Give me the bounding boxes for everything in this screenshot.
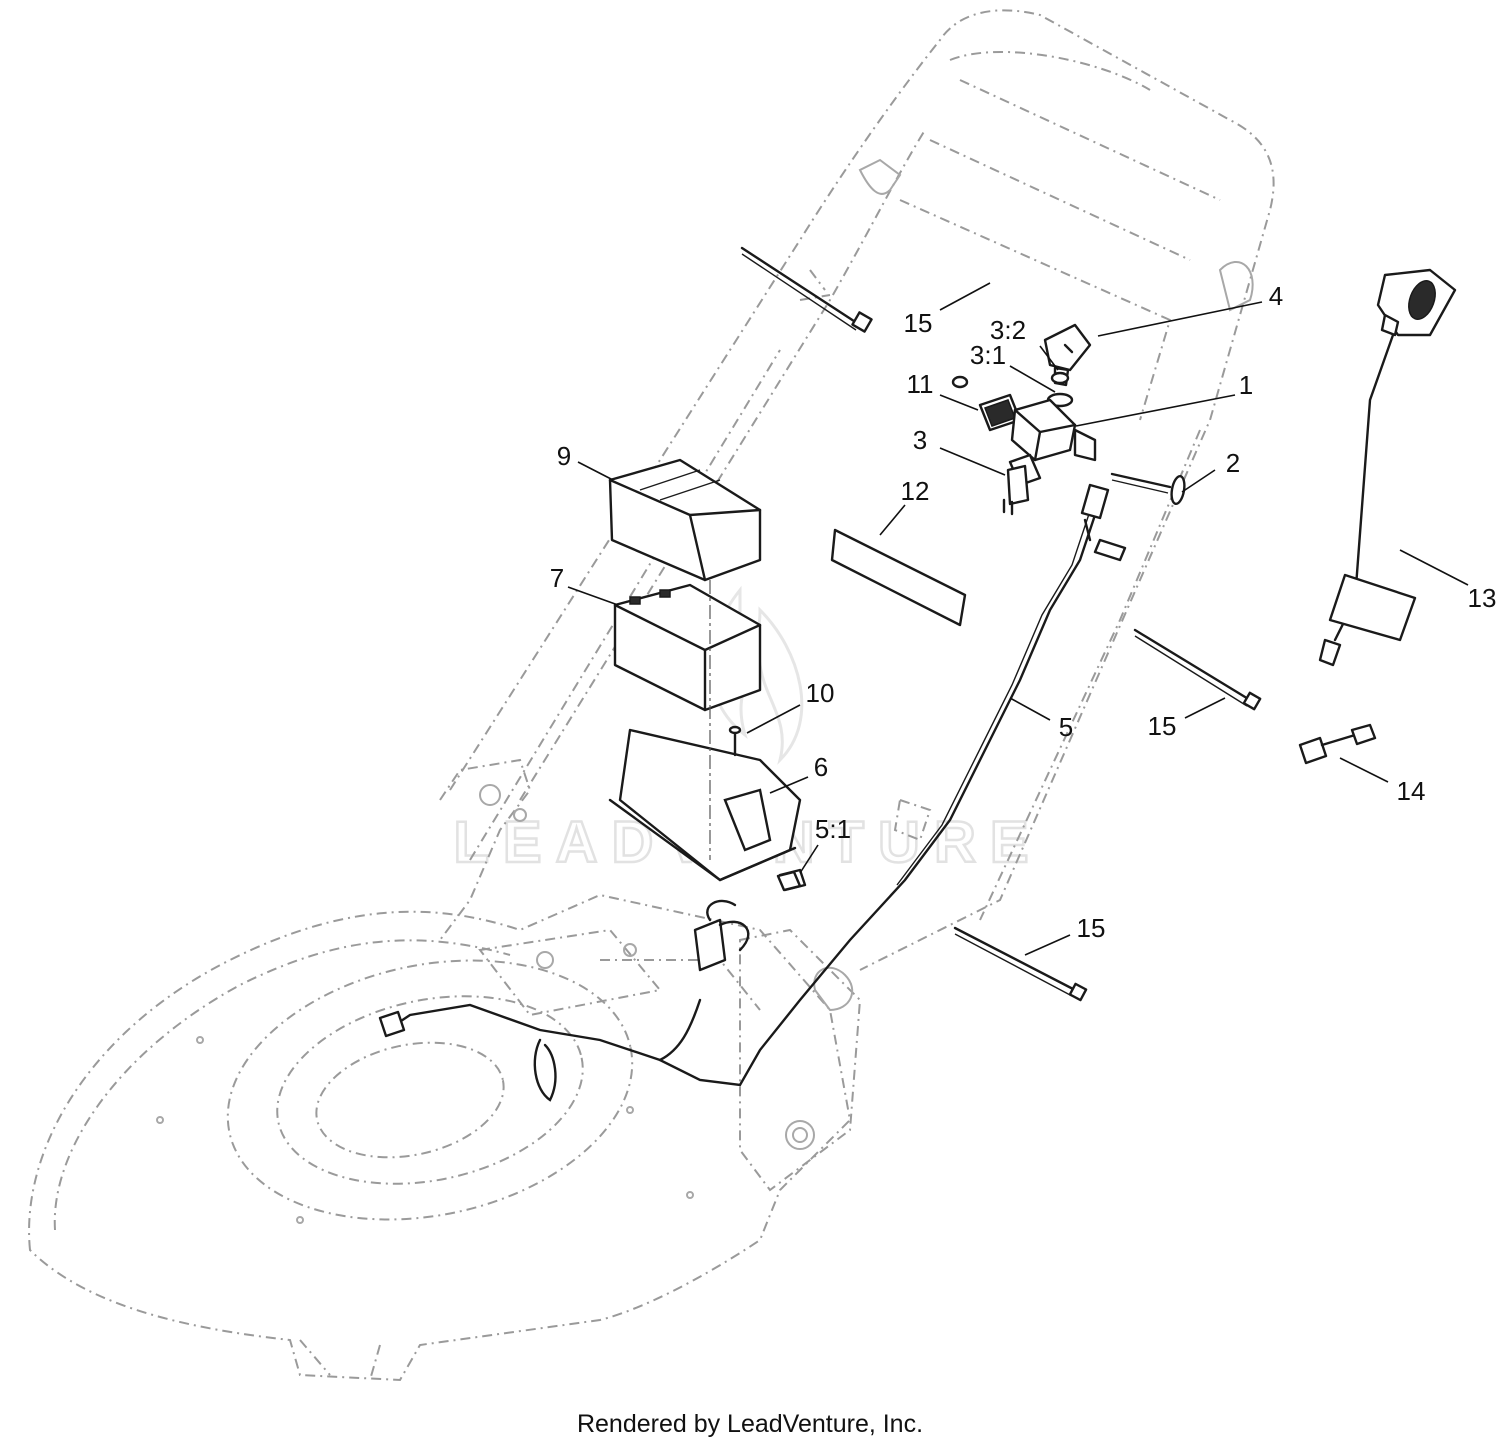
callout-13: 13 <box>1468 583 1497 613</box>
callout-7: 7 <box>550 563 564 593</box>
part-12-decal <box>830 528 967 627</box>
callout-14: 14 <box>1397 776 1426 806</box>
mower-deck-ghost <box>28 893 852 1382</box>
part-7-battery <box>613 583 762 712</box>
callout-10: 10 <box>806 678 835 708</box>
part-1-key-switch-housing <box>1010 398 1097 462</box>
callout-3: 3 <box>913 425 927 455</box>
part-2-bolt <box>1110 472 1186 506</box>
callout-3-2: 3:2 <box>990 315 1026 345</box>
callout-4: 4 <box>1269 281 1283 311</box>
callout-15-top: 15 <box>904 308 933 338</box>
callout-5-1: 5:1 <box>815 814 851 844</box>
callout-9: 9 <box>557 441 571 471</box>
callouts: 15 4 3:2 3:1 11 1 3 2 9 12 13 7 10 5 15 … <box>550 281 1497 943</box>
part-13-battery-charger <box>1318 268 1457 667</box>
part-15-cable-tie-mid <box>1133 628 1262 711</box>
part-9-battery-cover <box>608 458 762 582</box>
callout-6: 6 <box>814 752 828 782</box>
part-15-cable-tie-top <box>740 246 873 333</box>
part-10-screw <box>728 725 742 757</box>
callout-1: 1 <box>1239 370 1253 400</box>
wire-harness <box>378 483 1127 1102</box>
callout-3-1: 3:1 <box>970 340 1006 370</box>
part-3-2-nut <box>1050 371 1070 385</box>
leader-lines <box>567 282 1469 956</box>
callout-15-mid: 15 <box>1148 711 1177 741</box>
part-15-cable-tie-bottom <box>953 926 1088 1002</box>
part-5-1-fuse <box>776 870 802 892</box>
callout-12: 12 <box>901 476 930 506</box>
part-14-jumper-connector <box>1298 723 1377 765</box>
footer-credit: Rendered by LeadVenture, Inc. <box>576 1410 924 1438</box>
part-11-key-decal <box>951 375 1022 432</box>
handle-frame-ghost <box>439 9 1275 1192</box>
callout-11: 11 <box>907 369 934 399</box>
callout-5: 5 <box>1059 712 1073 742</box>
callout-2: 2 <box>1226 448 1240 478</box>
part-3-ignition-switch <box>1002 453 1042 516</box>
callout-15-bottom: 15 <box>1077 913 1106 943</box>
